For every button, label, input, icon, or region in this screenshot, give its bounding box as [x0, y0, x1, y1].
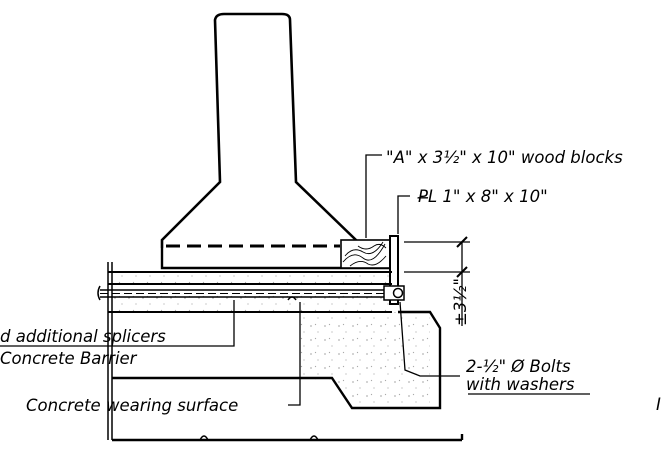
- girder-outline: [112, 310, 464, 442]
- label-bolts-washers: with washers: [466, 375, 575, 394]
- concrete-barrier: [160, 12, 358, 248]
- label-wearing-surface: Concrete wearing surface: [26, 396, 238, 415]
- label-bolts: 2-½" Ø Bolts: [466, 357, 571, 376]
- deck-concrete: [108, 272, 430, 405]
- leader-lines: [0, 154, 590, 406]
- splicer-bar: [97, 285, 385, 301]
- dimension-ticks: [456, 236, 468, 278]
- label-wood-blocks: "A" x 3½" x 10" wood blocks: [386, 148, 623, 167]
- steel-plate: [389, 235, 399, 305]
- label-plate: P̶L 1" x 8" x 10": [417, 187, 548, 206]
- bolt: [383, 285, 405, 301]
- wood-block: [340, 239, 391, 269]
- label-dimension: ±3½": [451, 278, 470, 326]
- break-marks: [199, 296, 319, 441]
- deck-slab: [107, 262, 392, 440]
- label-cut-right: I: [656, 395, 661, 414]
- label-splicers: d additional splicers: [0, 327, 166, 346]
- label-barrier: Concrete Barrier: [0, 349, 138, 368]
